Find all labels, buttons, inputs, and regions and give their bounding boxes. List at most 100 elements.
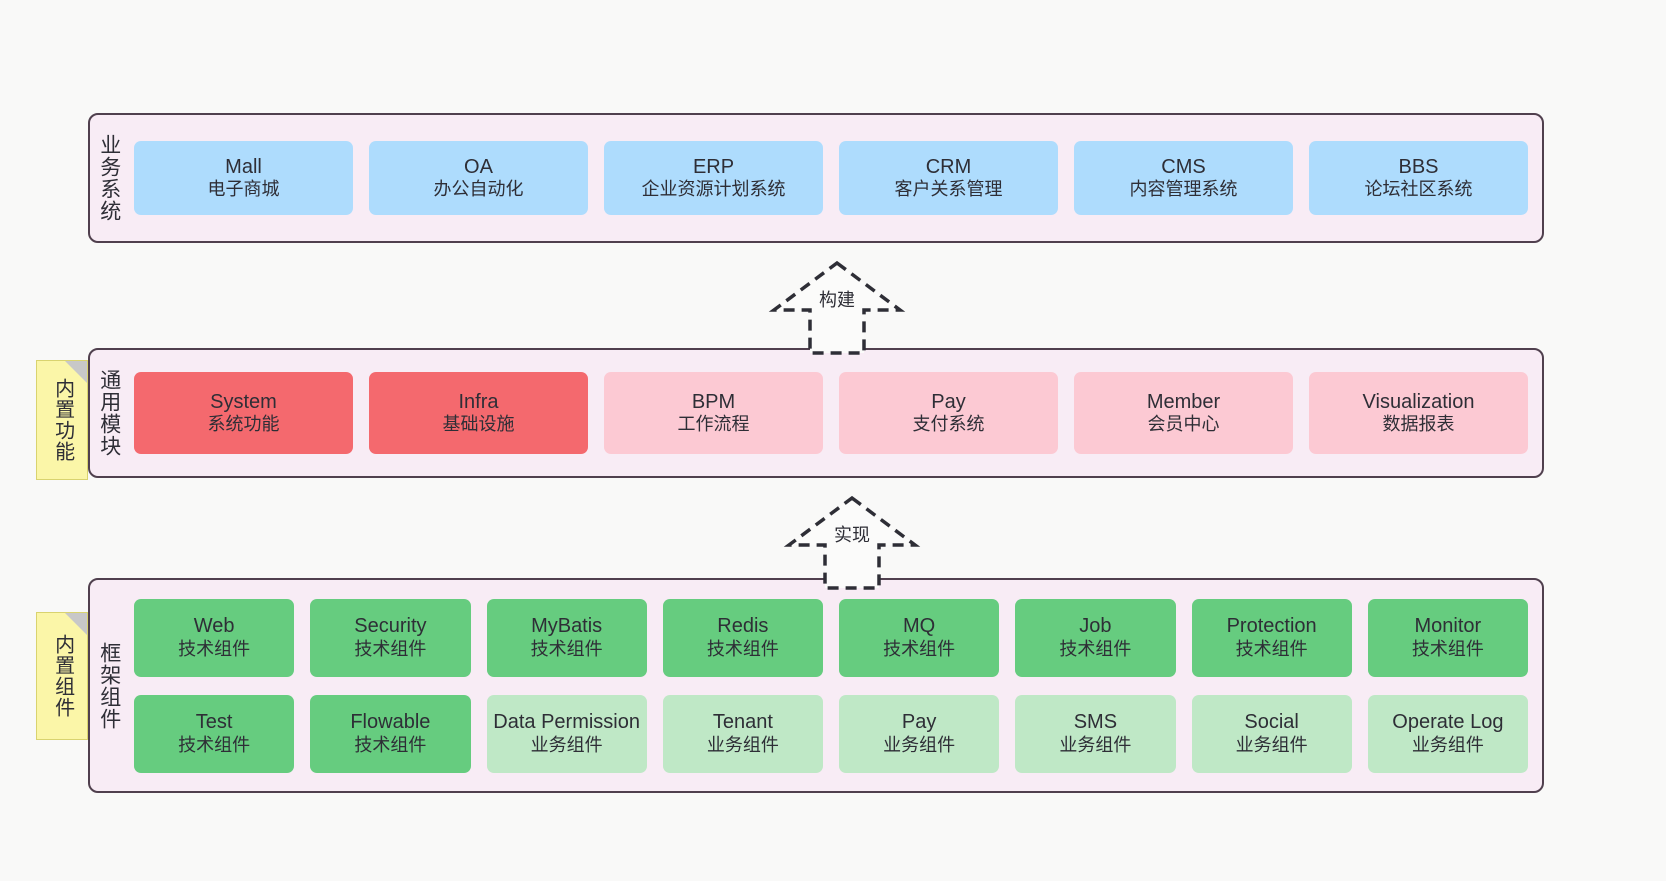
card-subtitle: 技术组件 (1059, 638, 1132, 659)
card-subtitle: 技术组件 (530, 638, 603, 659)
note-builtin-functions-label: 内置功能 (51, 378, 74, 462)
card-title: Test (195, 711, 233, 734)
card-title: Visualization (1362, 390, 1475, 413)
card-title: Pay (901, 711, 937, 734)
card-title: Redis (717, 615, 769, 638)
card-subtitle: 业务组件 (1059, 734, 1132, 755)
note-fold-corner-icon (65, 361, 87, 383)
note-builtin-functions: 内置功能 (36, 360, 88, 480)
card-subtitle: 企业资源计划系统 (641, 179, 786, 200)
card-title: Monitor (1414, 615, 1482, 638)
arrow-implement (767, 490, 937, 590)
card-subtitle: 论坛社区系统 (1364, 179, 1473, 200)
card-subtitle: 技术组件 (1235, 638, 1308, 659)
card-title: Operate Log (1392, 711, 1504, 734)
note-builtin-components: 内置组件 (36, 612, 88, 740)
card-title: MQ (903, 615, 936, 638)
card-title: CMS (1161, 155, 1206, 178)
card-title: System (210, 390, 277, 413)
card-title: BPM (691, 390, 736, 413)
card-title: Mall (225, 155, 262, 178)
layer-modules-title: 通用模块 (97, 369, 121, 457)
card-title: Protection (1226, 615, 1317, 638)
card-subtitle: 客户关系管理 (894, 179, 1003, 200)
card-subtitle: 系统功能 (207, 414, 280, 435)
card-subtitle: 业务组件 (706, 734, 779, 755)
card-title: ERP (692, 155, 735, 178)
card-title: Flowable (350, 711, 431, 734)
card-subtitle: 技术组件 (354, 638, 427, 659)
arrow-build (752, 255, 922, 355)
card-subtitle: 支付系统 (912, 414, 985, 435)
card-subtitle: 技术组件 (706, 638, 779, 659)
card-title: Pay (931, 390, 966, 413)
card-subtitle: 业务组件 (1411, 734, 1484, 755)
arrow-build-label: 构建 (819, 290, 855, 310)
note-fold-corner-icon (65, 613, 87, 635)
card-subtitle: 内容管理系统 (1129, 179, 1238, 200)
card-subtitle: 技术组件 (178, 734, 251, 755)
card-title: Tenant (712, 711, 773, 734)
card-subtitle: 技术组件 (883, 638, 956, 659)
card-subtitle: 会员中心 (1147, 414, 1220, 435)
card-subtitle: 业务组件 (1235, 734, 1308, 755)
card-subtitle: 数据报表 (1382, 414, 1455, 435)
arrow-implement-label: 实现 (834, 525, 870, 545)
card-subtitle: 基础设施 (442, 414, 515, 435)
layer-business-title: 业务系统 (97, 134, 121, 222)
card-title: Member (1146, 390, 1221, 413)
card-title: Infra (458, 390, 499, 413)
card-subtitle: 工作流程 (677, 414, 750, 435)
card-subtitle: 技术组件 (178, 638, 251, 659)
card-title: OA (464, 155, 493, 178)
card-subtitle: 技术组件 (354, 734, 427, 755)
layer-framework-title: 框架组件 (97, 641, 121, 730)
card-title: BBS (1398, 155, 1439, 178)
card-subtitle: 业务组件 (530, 734, 603, 755)
note-builtin-components-label: 内置组件 (51, 634, 74, 718)
card-subtitle: 办公自动化 (433, 179, 524, 200)
card-title: Social (1244, 711, 1299, 734)
card-title: Web (193, 615, 235, 638)
card-subtitle: 业务组件 (883, 734, 956, 755)
card-title: Security (354, 615, 427, 638)
card-subtitle: 技术组件 (1411, 638, 1484, 659)
card-title: Data Permission (493, 711, 640, 734)
card-title: SMS (1073, 711, 1118, 734)
card-title: MyBatis (531, 615, 603, 638)
